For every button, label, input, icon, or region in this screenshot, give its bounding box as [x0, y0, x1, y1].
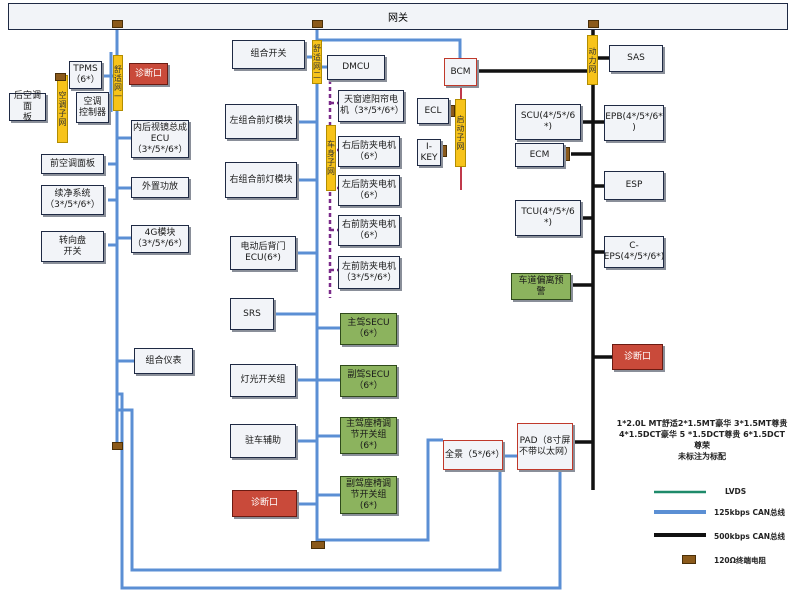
epb-node[interactable]: EPB(4*/5*/6* ) [604, 105, 664, 141]
parking-assist[interactable]: 驻车辅助 [230, 424, 296, 458]
ceps-node[interactable]: C- EPS(4*/5*/6*) [604, 236, 664, 268]
variant-note: 1*2.0L MT舒适2*1.5MT豪华 3*1.5MT尊贵 4*1.5DCT豪… [616, 419, 788, 461]
scu-node[interactable]: SCU(4*/5*/6 *) [515, 104, 581, 140]
left-headlamp-module[interactable]: 左组合前灯模块 [225, 104, 297, 139]
power-tailgate-ecu[interactable]: 电动后背门 ECU(6*) [230, 236, 296, 270]
mirror-ecu[interactable]: 内后视镜总成 ECU （3*/5*/6*） [131, 120, 189, 158]
instrument-cluster[interactable]: 组合仪表 [134, 348, 193, 374]
ac-controller[interactable]: 空调 控制器 [76, 92, 109, 123]
comfort-net-2-label: 舒 适 网 二 [312, 40, 322, 84]
front-left-pinch-motor[interactable]: 左前防夹电机 （3*/5*/6*） [338, 256, 400, 289]
bcm-node[interactable]: BCM [444, 58, 477, 86]
legend-can500-label: 500kbps CAN总线 [714, 532, 786, 541]
terminator-right-top [588, 20, 599, 28]
cruise-system[interactable]: 续净系统 （3*/5*/6*） [41, 185, 104, 215]
srs-node[interactable]: SRS [230, 298, 274, 330]
ecl-node[interactable]: ECL [417, 98, 449, 124]
ikey-node[interactable]: I- KEY [417, 139, 441, 166]
legend-terminator-label: 120Ω终端电阻 [714, 556, 767, 565]
terminator-ikey [441, 145, 447, 157]
diag-port-top[interactable]: 诊断口 [129, 63, 168, 85]
gateway-box[interactable]: 网关 [8, 3, 788, 30]
ac-subnet-label: 空 调 子 网 [57, 75, 68, 143]
tpms-node[interactable]: TPMS （6*） [69, 61, 102, 89]
front-right-pinch-motor[interactable]: 右前防夹电机 （6*） [338, 215, 400, 246]
can-500-lines [477, 24, 612, 490]
4g-module[interactable]: 4G模块 （3*/5*/6*） [131, 225, 189, 253]
driver-secu[interactable]: 主驾SECU （6*） [340, 313, 397, 345]
rear-left-pinch-motor[interactable]: 左后防夹电机 （6*） [338, 175, 400, 206]
external-amplifier[interactable]: 外置功放 [131, 177, 189, 198]
steering-wheel-switch[interactable]: 转向盘 开关 [41, 231, 104, 262]
terminator-left-bottom [112, 442, 123, 450]
terminator-left-top [112, 20, 123, 28]
terminator-ecl [449, 105, 455, 117]
tcu-node[interactable]: TCU(4*/5*/6 *) [515, 200, 581, 236]
can-125-lines [80, 24, 562, 590]
dmcu-node[interactable]: DMCU [327, 55, 385, 80]
rear-ac-panel[interactable]: 后空调面 板 [9, 91, 46, 123]
terminator-mid-top [312, 20, 323, 28]
terminator-ecm [564, 147, 570, 161]
diag-port-mid[interactable]: 诊断口 [232, 490, 297, 517]
ecm-node[interactable]: ECM [515, 143, 564, 167]
passenger-secu[interactable]: 副驾SECU （6*） [340, 365, 397, 397]
driver-seat-switch[interactable]: 主驾座椅调 节开关组(6*) [340, 417, 397, 454]
power-net-label: 动 力 网 [587, 35, 598, 85]
legend-can125-label: 125kbps CAN总线 [714, 508, 786, 517]
legend-terminator [682, 555, 696, 564]
lane-departure-warning[interactable]: 车道偏离预 警 [511, 273, 571, 300]
panorama-node[interactable]: 全景（5*/6*） [443, 440, 505, 470]
terminator-mid-bottom [311, 541, 325, 549]
pad-node[interactable]: PAD（8寸屏 不带以太网） [517, 423, 573, 470]
diag-port-right[interactable]: 诊断口 [612, 344, 663, 370]
terminator-ac [55, 73, 66, 81]
rear-right-pinch-motor[interactable]: 右后防夹电机 （6*） [338, 136, 400, 167]
sas-node[interactable]: SAS [609, 45, 663, 72]
front-ac-panel[interactable]: 前空调面板 [41, 154, 104, 174]
start-subnet-label: 启 动 子 网 [455, 99, 466, 167]
body-subnet-label: 车 身 子 网 [326, 125, 336, 191]
passenger-seat-switch[interactable]: 副驾座椅调 节开关组(6*) [340, 476, 397, 514]
sunroof-shade-motor[interactable]: 天窗遮阳帘电 机（3*/5*/6*） [338, 90, 404, 122]
light-switch-group[interactable]: 灯光开关组 [230, 364, 296, 397]
legend-lvds-label: LVDS [725, 487, 747, 496]
right-headlamp-module[interactable]: 右组合前灯模块 [225, 162, 297, 198]
comfort-net-1-label: 舒 适 网 一 [113, 55, 123, 111]
esp-node[interactable]: ESP [604, 171, 664, 200]
combo-switch[interactable]: 组合开关 [232, 40, 305, 69]
